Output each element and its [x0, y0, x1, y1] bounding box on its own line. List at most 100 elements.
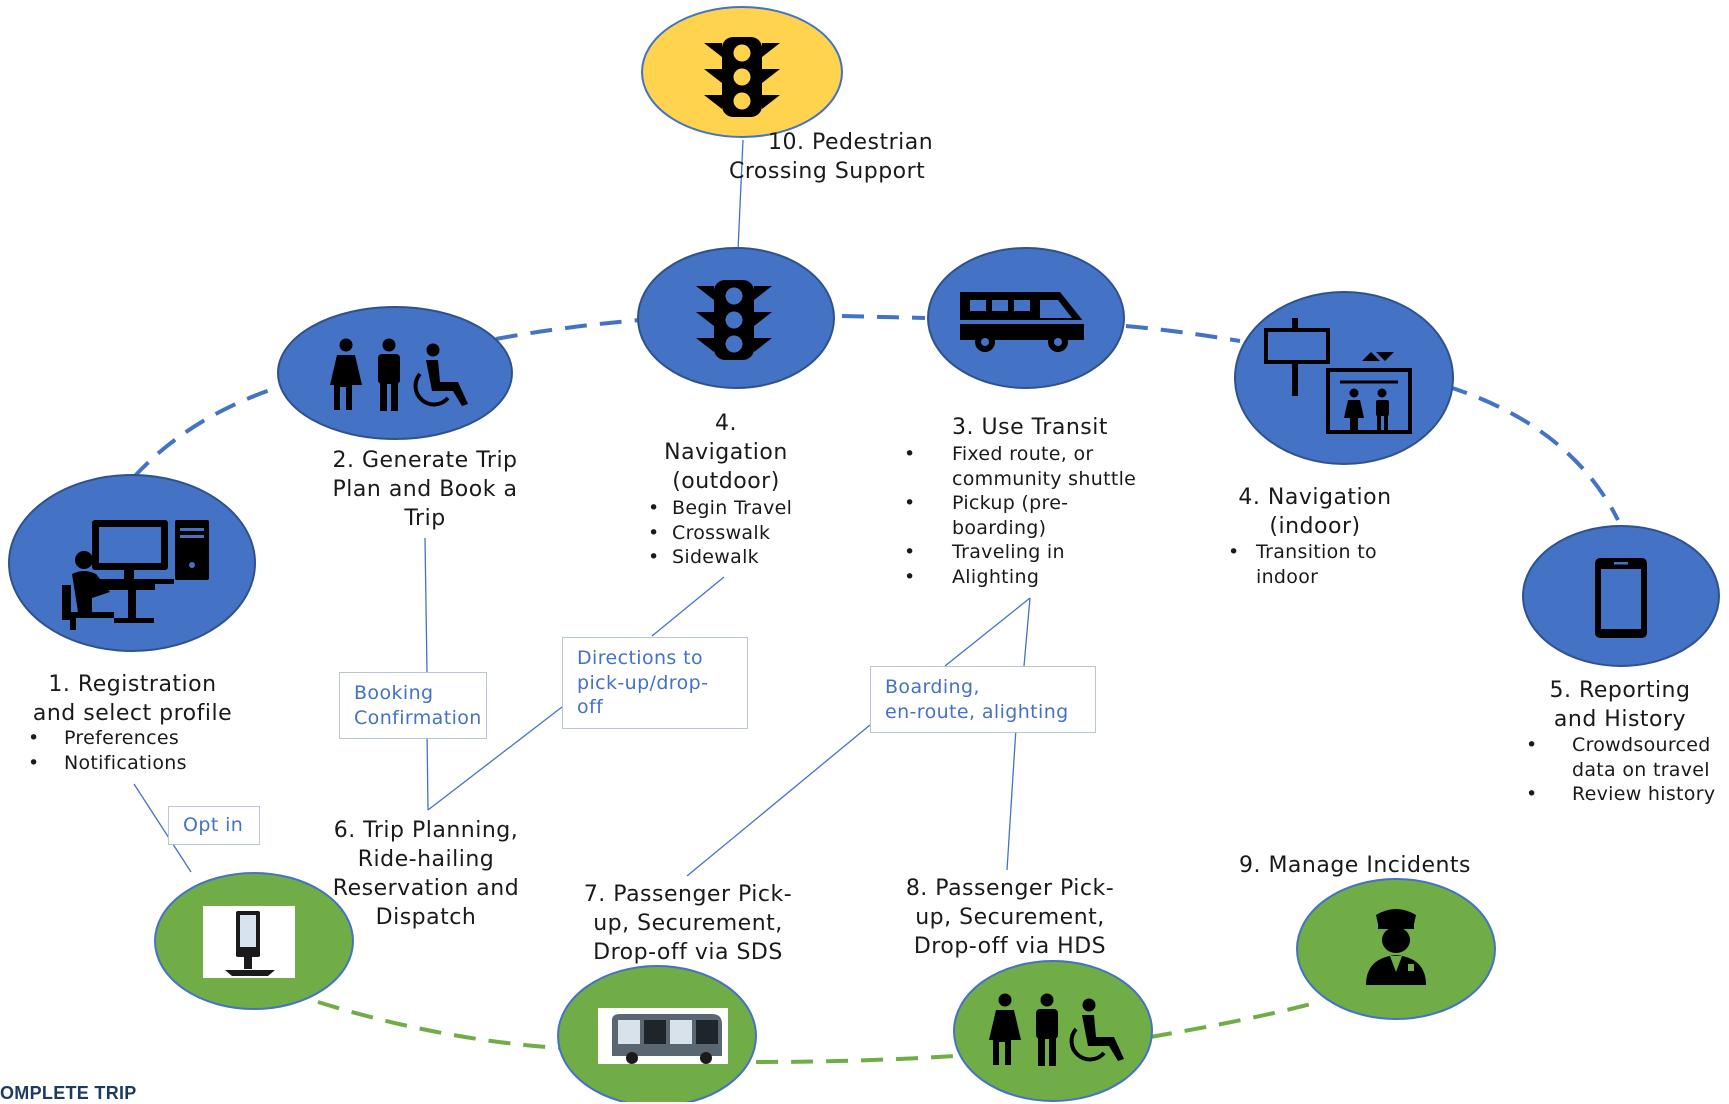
bullet-continuation: boarding) — [952, 516, 1047, 539]
node-4i-title-line1: 4. Navigation — [1238, 485, 1392, 510]
node-5-title-line1: 5. Reporting — [1549, 678, 1691, 703]
node-10-title-line2: Crossing Support — [729, 159, 926, 184]
node-6-title: 6. Trip Planning, Ride-hailing Reservati… — [316, 816, 536, 932]
callout-line: Boarding, — [885, 676, 980, 698]
node-4o-title-line3: (outdoor) — [672, 469, 780, 494]
node-9-title-text: 9. Manage Incidents — [1238, 853, 1472, 878]
node-pedestrian-crossing[interactable] — [641, 6, 843, 138]
bullet-item: •Crowdsourced — [1526, 734, 1711, 756]
node-use-transit[interactable] — [927, 247, 1125, 389]
bullet-continuation: data on travel — [1572, 758, 1710, 781]
bullet-text: Crowdsourced — [1572, 734, 1711, 756]
node-8-title-line3: Drop-off via HDS — [913, 934, 1107, 959]
callout-booking-confirmation: Booking Confirmation — [339, 672, 487, 739]
node-8-title-line2: up, Securement, — [915, 905, 1105, 930]
node-navigation-indoor[interactable] — [1234, 291, 1454, 465]
callout-boarding: Boarding, en-route, alighting — [870, 666, 1096, 733]
bullet-item: Sidewalk — [644, 545, 824, 570]
node-6-title-line3: Reservation and — [332, 876, 520, 901]
autonomous-shuttle-icon — [598, 1008, 728, 1064]
bullet-item: Crosswalk — [644, 521, 824, 546]
callout-line: Booking — [354, 682, 434, 704]
callout-line: Directions to — [577, 647, 704, 669]
node-passenger-sds[interactable] — [557, 965, 757, 1102]
traffic-light-icon — [704, 37, 780, 117]
node-10-title: 10. Pedestrian Crossing Support — [729, 128, 972, 186]
node-6-title-line4: Dispatch — [375, 905, 477, 930]
shuttle-van-icon — [960, 292, 1084, 352]
callout-line: pick-up/drop- — [577, 671, 709, 694]
sign-elevator-icon — [1264, 318, 1412, 434]
bullet-text: Fixed route, or — [952, 443, 1094, 465]
node-trip-planning[interactable] — [154, 872, 354, 1010]
node-5-bullets: •Crowdsourced data on travel •Review his… — [1526, 733, 1726, 807]
bullet-text: Traveling in — [952, 541, 1065, 563]
node-5-title-line2: and History — [1553, 707, 1687, 732]
node-7-title: 7. Passenger Pick- up, Securement, Drop-… — [570, 880, 806, 967]
bullet-item: Preferences — [24, 726, 224, 751]
node-6-title-line1: 6. Trip Planning, — [333, 818, 519, 843]
node-3-title-text: 3. Use Transit — [952, 415, 1108, 440]
blue-ring-connectors — [131, 314, 1620, 521]
node-4i-bullets: •Transition to indoor — [1228, 540, 1428, 589]
node-2-title-line3: Trip — [404, 506, 446, 531]
node-manage-incidents[interactable] — [1296, 878, 1496, 1020]
bullet-item: •Alighting — [904, 565, 1040, 588]
kiosk-icon — [203, 906, 295, 978]
police-officer-icon — [1366, 909, 1426, 985]
node-2-title-line1: 2. Generate Trip — [332, 448, 518, 473]
bullet-item: Begin Travel — [644, 496, 824, 521]
node-3-bullets: •Fixed route, or community shuttle •Pick… — [904, 442, 1164, 589]
callout-line: Opt in — [183, 814, 244, 836]
green-ring-connectors — [317, 1000, 1316, 1064]
node-1-title: 1. Registration and select profile — [10, 670, 255, 728]
node-4o-title-line2: Navigation — [664, 440, 788, 465]
bullet-text: Transition to — [1256, 541, 1377, 563]
bullet-continuation: community shuttle — [952, 467, 1137, 490]
smartphone-icon — [1595, 558, 1647, 638]
desktop-workstation-icon — [62, 520, 209, 630]
bullet-text: Review history — [1572, 783, 1716, 805]
node-5-title: 5. Reporting and History — [1520, 676, 1720, 734]
node-3-title: 3. Use Transit — [930, 413, 1130, 442]
node-1-title-line1: 1. Registration — [48, 672, 217, 697]
node-reporting[interactable] — [1522, 525, 1720, 667]
node-2-title-line2: Plan and Book a — [332, 477, 518, 502]
people-wheelchair-icon — [989, 993, 1124, 1066]
callout-directions: Directions to pick-up/drop- off — [562, 637, 748, 729]
node-navigation-outdoor[interactable] — [637, 247, 835, 389]
callout-line: en-route, alighting — [885, 700, 1069, 723]
node-registration[interactable] — [8, 474, 256, 652]
node-10-title-line1: 10. Pedestrian — [768, 130, 934, 155]
bullet-item: •Fixed route, or — [904, 443, 1094, 465]
bullet-item: •Traveling in — [904, 541, 1065, 563]
people-wheelchair-icon — [330, 338, 468, 411]
node-4i-title: 4. Navigation (indoor) — [1210, 483, 1420, 541]
callout-opt-in: Opt in — [168, 806, 260, 845]
node-8-title-line1: 8. Passenger Pick- — [905, 876, 1115, 901]
node-generate-trip[interactable] — [277, 306, 513, 440]
node-4o-title-line1: 4. — [715, 411, 737, 436]
connector-lines — [133, 139, 1031, 877]
node-7-title-line3: Drop-off via SDS — [593, 940, 783, 965]
node-7-title-line2: up, Securement, — [593, 911, 783, 936]
node-7-title-line1: 7. Passenger Pick- — [583, 882, 793, 907]
bullet-item: •Pickup (pre- — [904, 492, 1069, 514]
bullet-item: Notifications — [24, 751, 224, 776]
node-2-title: 2. Generate Trip Plan and Book a Trip — [305, 446, 545, 533]
node-4i-title-line2: (indoor) — [1269, 514, 1361, 539]
node-passenger-hds[interactable] — [953, 960, 1153, 1102]
bullet-continuation: indoor — [1256, 565, 1319, 588]
bullet-text: Pickup (pre- — [952, 492, 1069, 514]
bullet-text: Alighting — [952, 565, 1040, 588]
node-8-title: 8. Passenger Pick- up, Securement, Drop-… — [892, 874, 1128, 961]
node-6-title-line2: Ride-hailing — [357, 847, 495, 872]
node-1-title-line2: and select profile — [32, 701, 233, 726]
node-4o-bullets: Begin Travel Crosswalk Sidewalk — [644, 496, 824, 570]
callout-line: off — [577, 696, 604, 718]
node-4o-title: 4. Navigation (outdoor) — [620, 409, 832, 496]
node-9-title: 9. Manage Incidents — [1220, 851, 1490, 880]
node-1-bullets: Preferences Notifications — [24, 726, 224, 775]
bullet-item: •Transition to — [1228, 541, 1377, 563]
